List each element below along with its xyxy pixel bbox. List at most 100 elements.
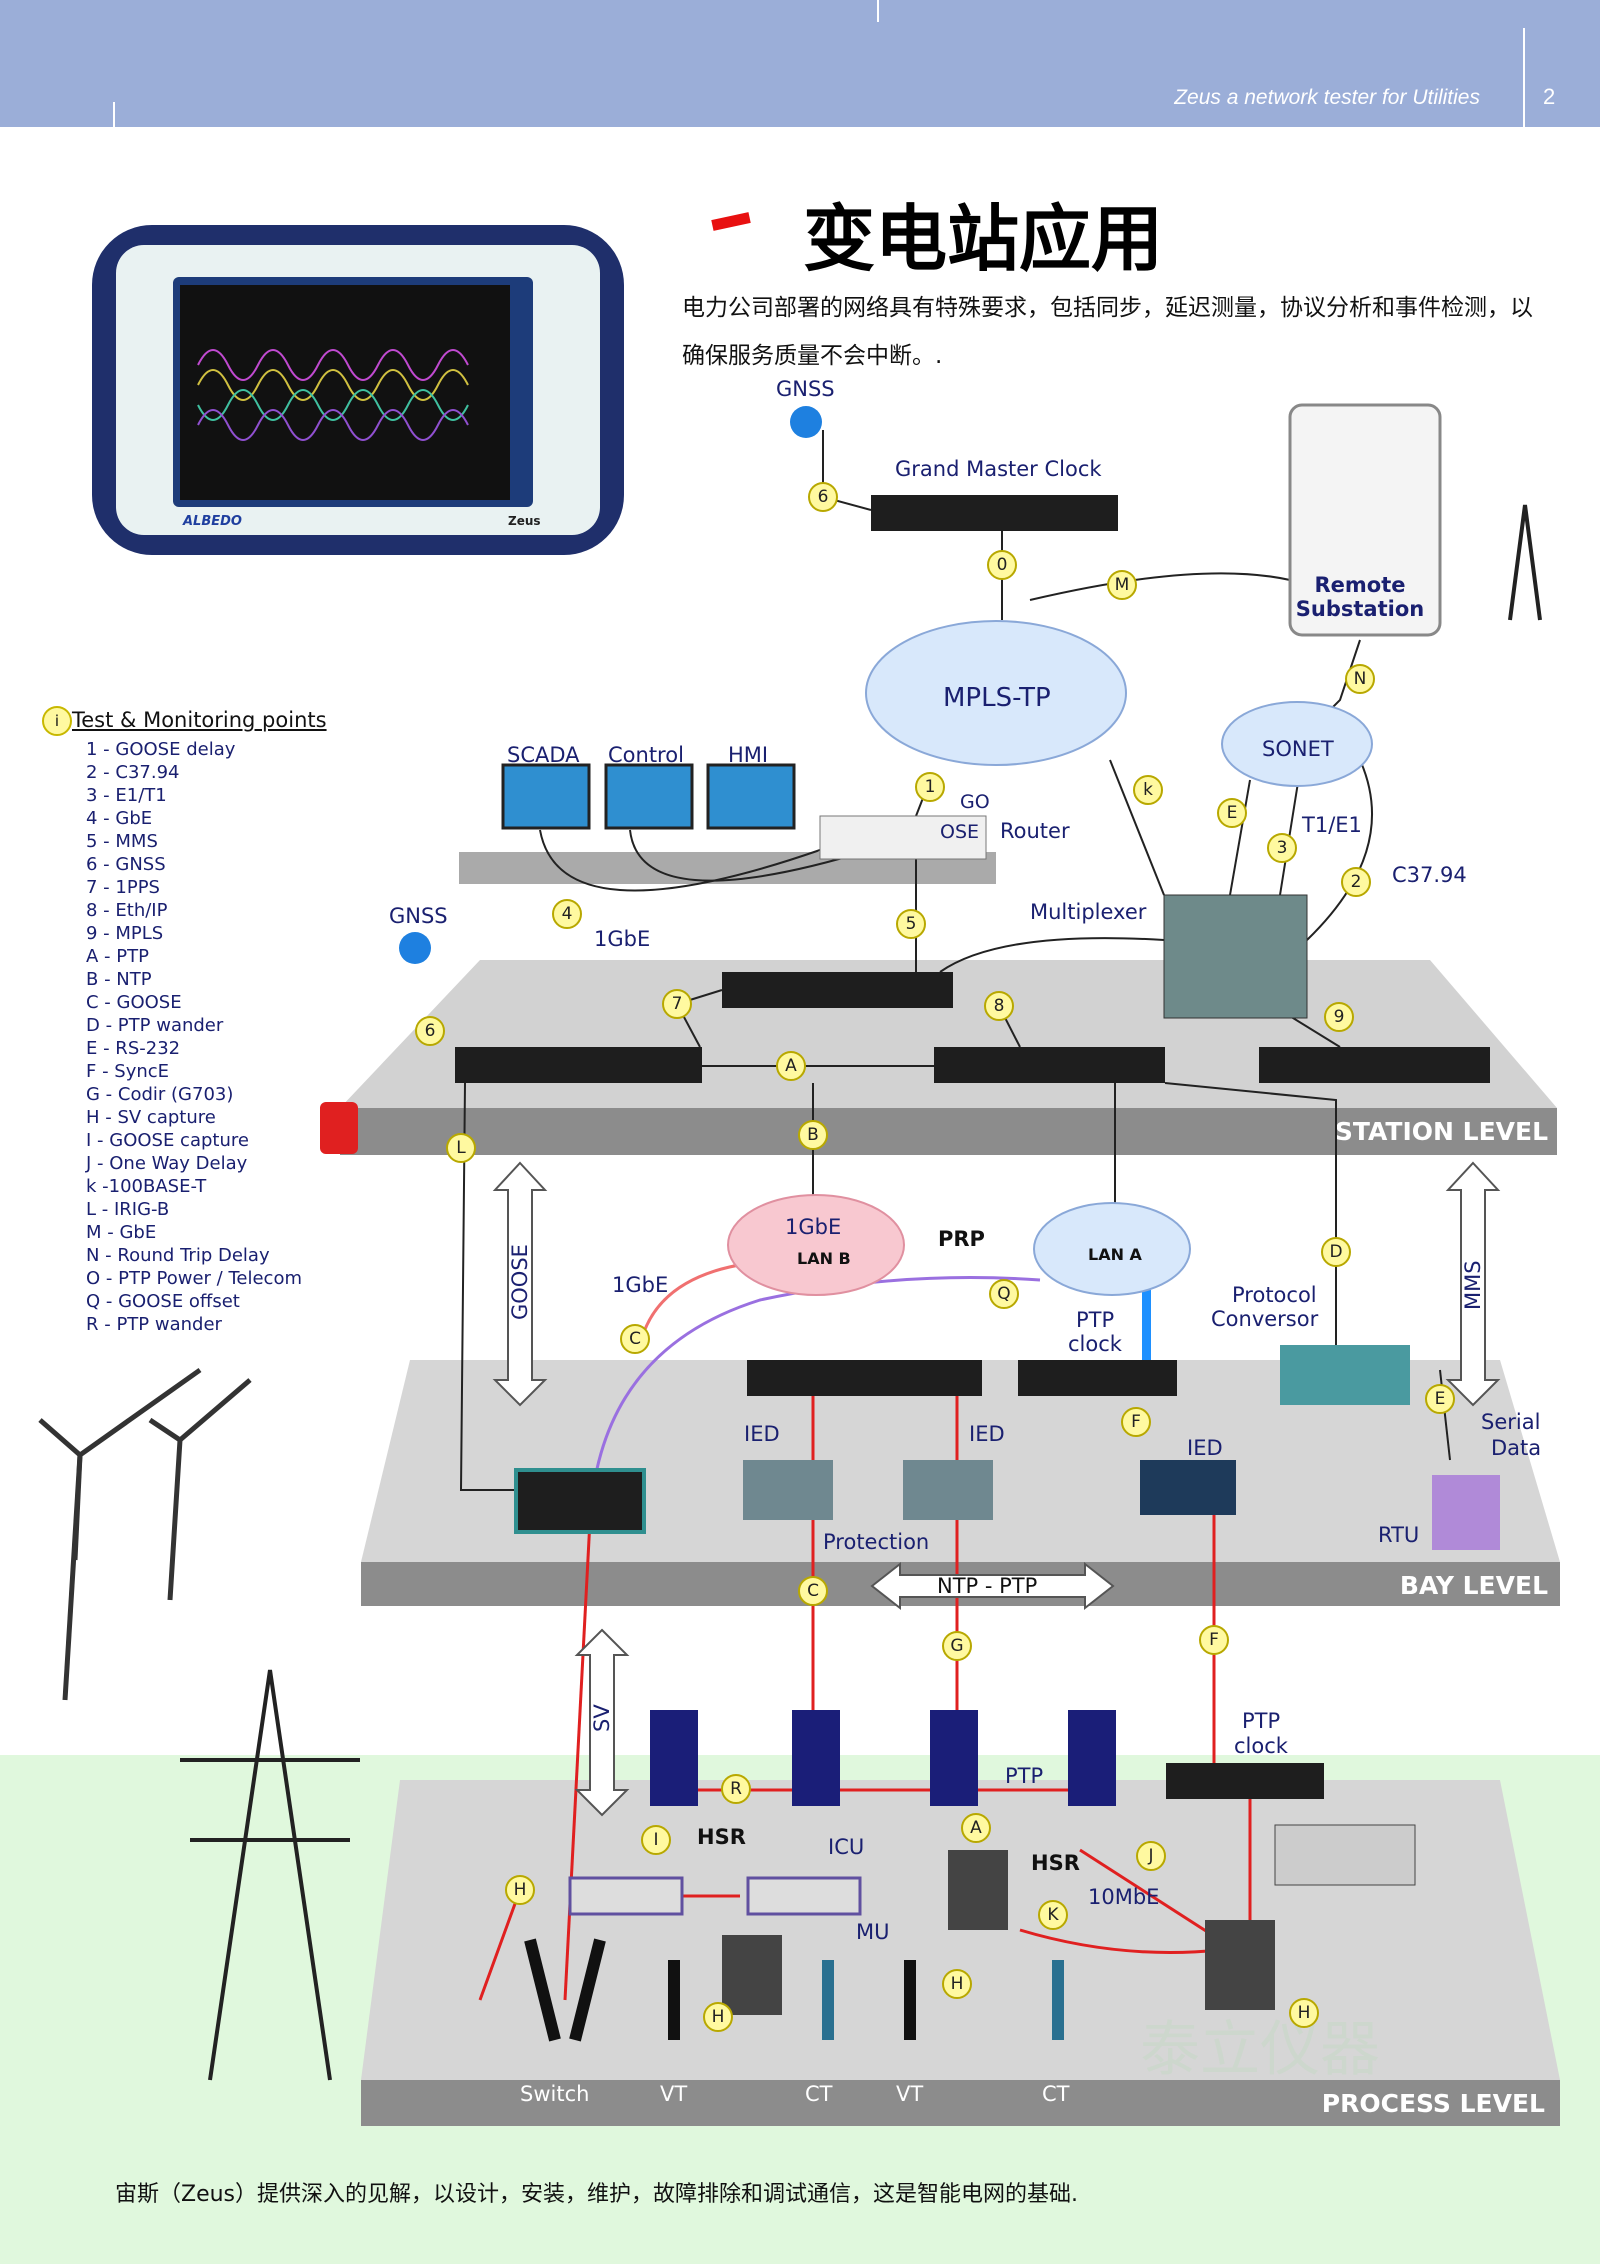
badge-circle (641, 1825, 671, 1855)
hsr-switch (568, 1876, 684, 1916)
switch-insulator (569, 1938, 606, 2042)
badge-label: N (1354, 669, 1367, 689)
badge-label: 8 (994, 996, 1005, 1016)
badge-circle (808, 482, 838, 512)
badge-circle (1321, 1237, 1351, 1267)
station-level-band (340, 1108, 1557, 1155)
legend-item: 7 - 1PPS (86, 877, 160, 898)
gnss-antenna-icon (790, 406, 822, 438)
label-prp: PRP (938, 1227, 985, 1251)
legend-item: B - NTP (86, 969, 152, 990)
badge-circle (1324, 1002, 1354, 1032)
lan-b-cloud (727, 1194, 905, 1296)
label-vt: VT (896, 2082, 923, 2106)
intro-paragraph: 电力公司部署的网络具有特殊要求，包括同步，延迟测量，协议分析和事件检测，以确保服… (682, 295, 1533, 369)
goose-arrow (492, 1161, 548, 1407)
legend-item: D - PTP wander (86, 1015, 224, 1036)
bay-switch (747, 1360, 982, 1396)
badge-circle (1038, 1900, 1068, 1930)
badge-circle (1267, 833, 1297, 863)
station-switch (1259, 1047, 1490, 1083)
badge-circle (415, 1016, 445, 1046)
header-band: Zeus a network tester for Utilities 2 (0, 0, 1600, 127)
test-point-badge: J (1136, 1841, 1166, 1871)
label-vt: VT (660, 2082, 687, 2106)
badge-label: H (514, 1880, 527, 1900)
legend-item: 1 - GOOSE delay (86, 739, 236, 760)
legend-item: Q - GOOSE offset (86, 1291, 240, 1312)
badge-label: D (1329, 1242, 1342, 1262)
badge-circle (505, 1875, 535, 1905)
badge-label: 1 (925, 777, 936, 797)
legend: i Test & Monitoring points 1 - GOOSE del… (42, 706, 327, 1336)
label-c3794: C37.94 (1392, 863, 1467, 887)
badge-circle (1199, 1625, 1229, 1655)
legend-item: 4 - GbE (86, 808, 153, 829)
gnss-antenna-icon (399, 932, 431, 964)
label-ied: IED (744, 1422, 780, 1446)
sonet-cloud (1221, 701, 1373, 787)
process-level-band (361, 2080, 1560, 2126)
ntp-ptp-arrow (870, 1561, 1115, 1611)
legend-item: G - Codir (G703) (86, 1084, 234, 1105)
badge-circle (942, 1631, 972, 1661)
test-point-badge: L (446, 1133, 476, 1163)
scada-monitor (501, 763, 591, 830)
test-point-badge: Q (989, 1279, 1019, 1309)
ied-protection (903, 1460, 993, 1520)
badge-label: I (653, 1830, 658, 1850)
legend-item: L - IRIG-B (86, 1199, 170, 1220)
label-1gbe: 1GbE (612, 1273, 668, 1297)
label-gnss: GNSS (776, 377, 835, 401)
label-goose: GO (960, 791, 990, 813)
merging-unit (930, 1710, 978, 1806)
legend-item: N - Round Trip Delay (86, 1245, 270, 1266)
test-point-badge: R (721, 1774, 751, 1804)
badge-label: 6 (818, 487, 829, 507)
label-lan-b: 1GbE (785, 1215, 841, 1239)
badge-label: 4 (562, 904, 573, 924)
legend-item: E - RS-232 (86, 1038, 181, 1059)
label-t1e1: T1/E1 (1301, 813, 1362, 837)
label-serial-data: Data (1491, 1436, 1541, 1460)
badge-label: K (1047, 1905, 1059, 1925)
label-hsr: HSR (697, 1825, 746, 1849)
test-point-badge: K (1038, 1900, 1068, 1930)
bay-controller (514, 1468, 646, 1534)
legend-item: 6 - GNSS (86, 854, 166, 875)
label-remote-substation: Remote (1314, 573, 1405, 597)
process-switch (1166, 1763, 1324, 1799)
station-switch (722, 972, 953, 1008)
badge-circle (721, 1774, 751, 1804)
process-level-label: PROCESS LEVEL (1322, 2089, 1545, 2118)
test-point-badge: 6 (808, 482, 838, 512)
label-goose: OSE (940, 821, 979, 843)
test-point-badge: B (798, 1120, 828, 1150)
label-control: Control (608, 743, 684, 767)
sv-arrow (574, 1628, 630, 1817)
badge-label: F (1209, 1630, 1219, 1650)
legend-item: A - PTP (86, 946, 149, 967)
goose-link (588, 1276, 1041, 1521)
label-ied: IED (969, 1422, 1005, 1446)
control-building (1274, 1824, 1416, 1886)
test-point-badge: N (1345, 664, 1375, 694)
divider (877, 0, 879, 22)
label-protocol-conversor: Conversor (1211, 1307, 1319, 1331)
badge-circle (1217, 798, 1247, 828)
badge-label: B (807, 1125, 819, 1145)
badge-circle (446, 1133, 476, 1163)
label-ptp-clock: clock (1234, 1734, 1289, 1758)
legend-heading: i Test & Monitoring points (42, 706, 327, 736)
badge-label: C (629, 1329, 641, 1349)
ied-protection (743, 1460, 833, 1520)
test-point-badge: E (1425, 1384, 1455, 1414)
badge-circle (915, 772, 945, 802)
label-lan-a: LAN A (1088, 1245, 1143, 1264)
label-router: Router (1000, 819, 1070, 843)
test-point-badge: F (1199, 1625, 1229, 1655)
label-ied: IED (1187, 1436, 1223, 1460)
legend-item: R - PTP wander (86, 1314, 222, 1335)
test-point-badge: k (1133, 775, 1163, 805)
badge-circle (989, 1279, 1019, 1309)
